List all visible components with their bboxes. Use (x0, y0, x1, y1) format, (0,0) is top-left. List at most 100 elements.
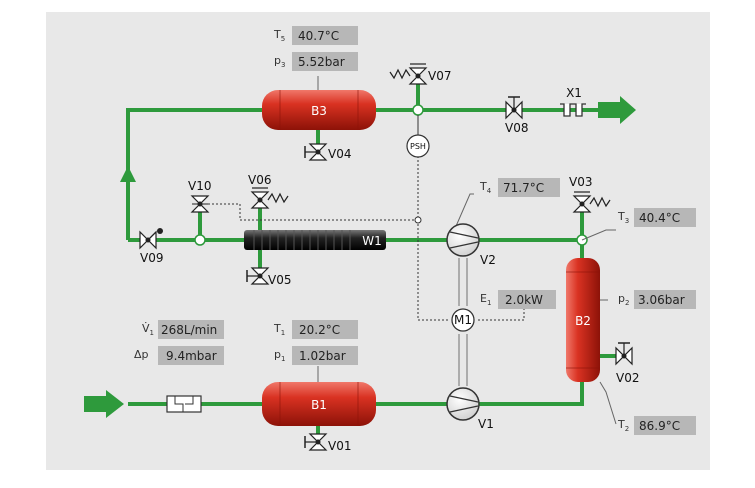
t3-symbol: T (617, 210, 625, 223)
valve-v07-label: V07 (428, 69, 451, 83)
svg-text:T1: T1 (273, 322, 285, 337)
vdot1-sub: 1 (150, 329, 154, 337)
readout-e1: E1 2.0kW (480, 290, 556, 309)
svg-text:p1: p1 (274, 348, 285, 363)
svg-text:T5: T5 (273, 28, 285, 43)
p3-symbol: p (274, 54, 281, 67)
readout-t4: T4 71.7°C (479, 178, 560, 197)
outlet-label: X1 (566, 86, 582, 100)
valve-v10-label: V10 (188, 179, 211, 193)
vdot1-symbol: V̇ (142, 322, 150, 335)
exchanger-label: W1 (362, 234, 382, 248)
svg-text:E1: E1 (480, 292, 491, 307)
p3-value: 5.52bar (298, 55, 345, 69)
pump-v2[interactable] (446, 223, 480, 257)
dp-value: 9.4mbar (166, 349, 217, 363)
valve-v07[interactable] (389, 63, 428, 85)
pump-shaft (458, 258, 468, 386)
readout-p3: p3 5.52bar (274, 52, 358, 71)
valve-v04-label: V04 (328, 147, 351, 161)
psh-label: PSH (410, 142, 426, 151)
readout-p2: p2 3.06bar (618, 290, 696, 309)
pump-v2-label: V2 (480, 253, 496, 267)
junction-top (412, 104, 424, 116)
t5-symbol: T (273, 28, 281, 41)
e1-sub: 1 (487, 299, 491, 307)
valve-v04[interactable] (304, 143, 328, 161)
p3-sub: 3 (281, 61, 285, 69)
p2-sub: 2 (625, 299, 629, 307)
p1-value: 1.02bar (299, 349, 346, 363)
pipe-top (126, 108, 600, 240)
t3-value: 40.4°C (639, 211, 680, 225)
tank-b3-label: B3 (311, 104, 327, 118)
t4-symbol: T (479, 180, 487, 193)
valve-v05-label: V05 (268, 273, 291, 287)
valve-v05[interactable] (246, 267, 270, 285)
valve-v08-label: V08 (505, 121, 528, 135)
inlet-arrow (84, 390, 124, 418)
t5-sub: 5 (281, 35, 285, 43)
svg-text:V̇1: V̇1 (142, 322, 154, 337)
readout-t2: T2 86.9°C (617, 416, 696, 435)
p2-symbol: p (618, 292, 625, 305)
tank-b2[interactable]: B2 (566, 258, 600, 382)
motor-m1[interactable]: M1 (451, 308, 475, 332)
readout-t5: T5 40.7°C (273, 26, 358, 45)
tank-b1-label: B1 (311, 398, 327, 412)
valve-v02[interactable] (615, 342, 633, 366)
readout-p1: p1 1.02bar (274, 346, 358, 365)
readout-t1: T1 20.2°C (273, 320, 358, 339)
valve-v09-label: V09 (140, 251, 163, 265)
svg-text:p3: p3 (274, 54, 285, 69)
svg-text:p2: p2 (618, 292, 629, 307)
valve-v09[interactable] (139, 228, 163, 250)
valve-v10[interactable] (190, 195, 210, 213)
t5-value: 40.7°C (298, 29, 339, 43)
outlet-x1[interactable]: X1 (560, 86, 586, 117)
valve-v01[interactable] (304, 433, 328, 451)
svg-text:T3: T3 (617, 210, 629, 225)
valve-v02-label: V02 (616, 371, 639, 385)
pump-v1-label: V1 (478, 417, 494, 431)
signal-lines (208, 156, 525, 321)
svg-text:T2: T2 (617, 418, 629, 433)
valve-v08[interactable] (505, 96, 523, 120)
pipes (126, 84, 616, 440)
p1-symbol: p (274, 348, 281, 361)
dp-symbol: Δp (134, 348, 149, 361)
valve-v03[interactable] (572, 191, 611, 213)
pump-v1[interactable] (446, 387, 480, 421)
tank-b2-label: B2 (575, 314, 591, 328)
pressure-switch-psh[interactable]: PSH (406, 115, 430, 158)
t1-sub: 1 (281, 329, 285, 337)
tank-b1[interactable]: B1 (262, 382, 376, 426)
valve-v06[interactable] (250, 187, 289, 209)
t1-value: 20.2°C (299, 323, 340, 337)
motor-label: M1 (454, 313, 472, 327)
heat-exchanger-w1[interactable]: W1 (244, 230, 386, 250)
outlet-arrow (598, 96, 636, 124)
vdot1-value: 268L/min (161, 323, 217, 337)
p2-value: 3.06bar (638, 293, 685, 307)
t2-symbol: T (617, 418, 625, 431)
svg-text:T4: T4 (479, 180, 492, 195)
signal-psh (417, 156, 450, 321)
t4-sub: 4 (487, 187, 492, 195)
t3-sub: 3 (625, 217, 629, 225)
p1-sub: 1 (281, 355, 285, 363)
t2-value: 86.9°C (639, 419, 680, 433)
e1-value: 2.0kW (505, 293, 543, 307)
junction-left (194, 234, 206, 246)
readout-dp: Δp 9.4mbar (134, 346, 224, 365)
flow-up-arrow (120, 166, 136, 182)
signal-end-node (414, 216, 422, 224)
valve-v03-label: V03 (569, 175, 592, 189)
tank-b3[interactable]: B3 (262, 90, 376, 130)
signal-e1 (478, 300, 525, 321)
readout-t3: T3 40.4°C (617, 208, 696, 227)
readout-flow: V̇1 268L/min (142, 320, 224, 339)
flow-meter[interactable] (166, 395, 202, 413)
signal-v10 (208, 203, 418, 221)
